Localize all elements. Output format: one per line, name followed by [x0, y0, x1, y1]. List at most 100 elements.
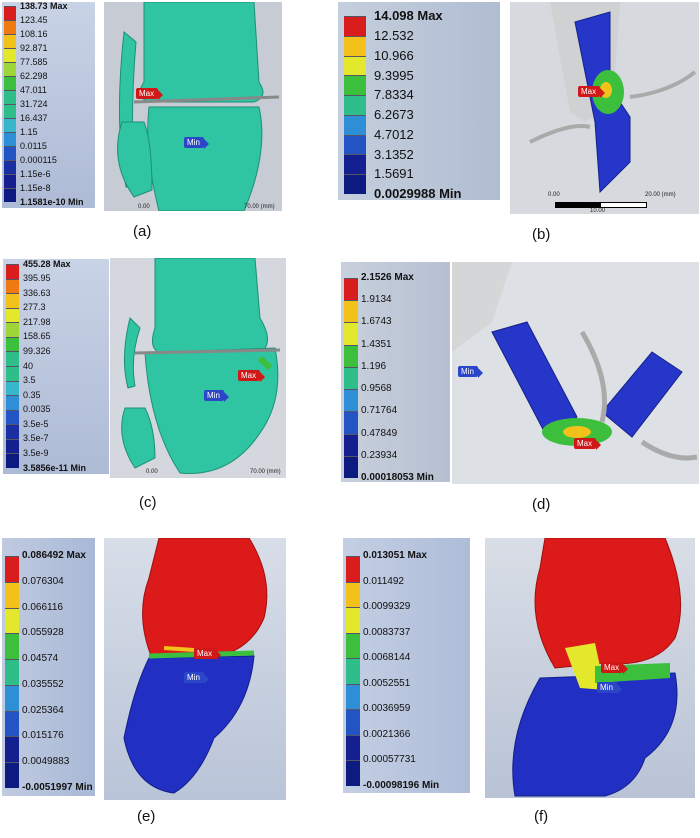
legend-max-label: 0.086492 Max — [22, 550, 86, 561]
legend-color-segment — [344, 16, 366, 36]
legend-color-segment — [4, 104, 16, 118]
legend-color-segment — [6, 424, 19, 439]
legend-value-label: 77.585 — [20, 56, 48, 67]
legend-value-label: 0.71764 — [361, 405, 398, 417]
legend-color-segment — [344, 300, 358, 323]
legend-value-label: 108.16 — [20, 28, 48, 39]
legend-value-label: 395.95 — [23, 273, 51, 284]
legend-color-segment — [346, 709, 360, 735]
caption-c: (c) — [139, 494, 157, 511]
legend-color-segment — [6, 336, 19, 352]
legend-value-label: 0.0021366 — [363, 728, 411, 740]
legend-min-label: 1.1581e-10 Min — [20, 196, 84, 207]
knee-model-view-e: Max Min — [104, 538, 286, 800]
scale-end: 20.00 (mm) — [645, 192, 676, 198]
legend-color-segment — [4, 118, 16, 132]
legend-value-label: 1.5691 — [374, 166, 414, 182]
legend-color-segment — [6, 395, 19, 410]
legend-color-segment — [6, 380, 19, 396]
legend-color-segment — [4, 188, 16, 202]
legend-color-segment — [344, 114, 366, 135]
knee-model-view-d: Min Max — [452, 262, 699, 484]
knee-model-a — [117, 2, 280, 211]
min-marker: Min — [204, 390, 229, 402]
legend-value-label: 9.3995 — [374, 67, 414, 83]
knee-model-view-f: Max Min — [485, 538, 695, 798]
caption-e: (e) — [137, 808, 156, 825]
legend-color-segment — [346, 607, 360, 633]
scale-bar — [555, 202, 647, 208]
legend-color-segment — [346, 734, 360, 761]
knee-model-view-b: Max 0.00 10.00 20.00 (mm) — [510, 2, 699, 214]
legend-color-segment — [4, 146, 16, 160]
legend-max-label: 2.1526 Max — [361, 272, 414, 283]
legend-value-label: 3.5e-9 — [23, 448, 49, 459]
legend-value-label: 4.7012 — [374, 126, 414, 142]
legend-color-segment — [5, 607, 19, 634]
legend-color-segment — [5, 684, 19, 711]
legend-min-label: -0.00098196 Min — [363, 780, 440, 791]
scale-end: 70.00 (mm) — [250, 469, 281, 475]
legend-color-segment — [5, 633, 19, 660]
legend-color-segment — [6, 409, 19, 425]
legend-color-segment — [5, 710, 19, 737]
legend-color-segment — [6, 453, 19, 468]
legend-value-label: 7.8334 — [374, 87, 414, 103]
legend-value-label: 47.011 — [20, 84, 47, 95]
legend-value-label: 0.0083737 — [363, 626, 411, 638]
legend-value-label: 1.4351 — [361, 338, 392, 350]
legend-color-segment — [346, 556, 360, 582]
legend-value-label: 99.326 — [23, 346, 51, 357]
legend-color-segment — [6, 307, 19, 323]
legend-value-label: 40 — [23, 360, 34, 371]
legend-color-bar — [346, 556, 360, 786]
legend-color-segment — [5, 762, 19, 788]
legend-value-label: 0.000115 — [20, 154, 57, 165]
legend-color-segment — [346, 760, 360, 786]
legend-max-label: 14.098 Max — [374, 8, 443, 24]
caption-b: (b) — [532, 226, 551, 243]
legend-color-segment — [5, 736, 19, 763]
legend-value-label: 0.47849 — [361, 427, 398, 439]
legend-color-segment — [6, 438, 19, 454]
min-marker: Min — [458, 366, 483, 378]
legend-color-segment — [4, 174, 16, 188]
legend-color-segment — [6, 351, 19, 366]
legend-color-bar — [4, 6, 16, 202]
legend-value-label: 0.0049883 — [22, 756, 70, 768]
legend-color-segment — [344, 75, 366, 96]
legend-value-label: 1.15 — [20, 126, 38, 137]
legend-value-label: 16.437 — [20, 112, 48, 123]
knee-model-e — [123, 538, 268, 794]
legend-value-label: 0.04574 — [22, 653, 59, 665]
legend-color-segment — [344, 433, 358, 456]
legend-value-label: 336.63 — [23, 287, 51, 298]
legend-color-segment — [4, 6, 16, 20]
legend-min-label: 0.00018053 Min — [361, 472, 434, 483]
legend-max-label: 455.28 Max — [23, 258, 71, 269]
legend-value-label: 0.0036959 — [363, 703, 411, 715]
legend-value-label: 0.35 — [23, 389, 41, 400]
legend-value-label: 1.9134 — [361, 294, 392, 306]
legend-color-segment — [4, 90, 16, 104]
legend-color-segment — [5, 556, 19, 582]
legend-value-label: 123.45 — [20, 14, 48, 25]
legend-color-segment — [344, 366, 358, 390]
caption-d: (d) — [532, 496, 551, 513]
legend-value-label: 1.15e-8 — [20, 182, 51, 193]
legend-value-label: 0.055928 — [22, 627, 64, 639]
legend-color-bar — [5, 556, 19, 788]
legend-color-segment — [5, 659, 19, 685]
legend-color-bar — [344, 16, 366, 194]
legend-value-label: 0.015176 — [22, 730, 64, 742]
legend-value-label: 3.1352 — [374, 146, 414, 162]
legend-value-label: 31.724 — [20, 98, 48, 109]
legend-value-label: 3.5e-5 — [23, 418, 49, 429]
legend-color-segment — [4, 160, 16, 174]
legend-value-label: 0.0052551 — [363, 677, 411, 689]
scale-start: 0.00 — [146, 469, 158, 475]
